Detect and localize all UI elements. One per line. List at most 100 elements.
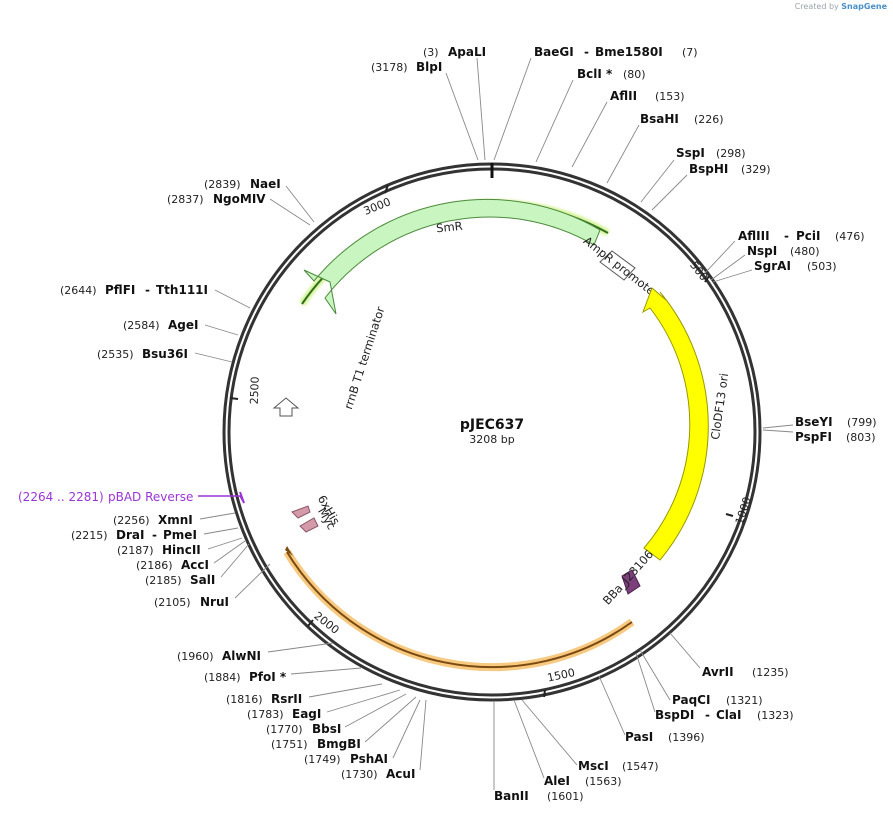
site-name: AvrII: [702, 665, 734, 679]
site-name-2: Bme1580I: [595, 45, 663, 59]
leader-hincii: [207, 537, 243, 550]
site-pos: (80): [623, 68, 646, 81]
ruler-tick: [384, 184, 389, 194]
site-pos: (1816): [226, 693, 263, 706]
leader-pfoi: [290, 667, 362, 675]
site-name: BspHI: [689, 162, 728, 176]
leader-bseyi: [762, 424, 794, 429]
leader-paqci: [639, 649, 671, 701]
site-pos: (1749): [304, 753, 341, 766]
site-name: NruI: [200, 595, 229, 609]
leader-bsahi: [606, 124, 640, 184]
site-pos: (2185): [145, 574, 182, 587]
primer-pbad-reverse: (2264 .. 2281) pBAD Reverse: [18, 490, 245, 504]
site-name: BclI *: [577, 67, 613, 81]
site-dash: -: [152, 528, 157, 542]
site-dash: -: [784, 229, 789, 243]
site-name: NaeI: [250, 177, 281, 191]
leader-bmgbi: [364, 696, 417, 743]
ruler-label-1000: 1000: [733, 495, 754, 526]
leader-bcli: [535, 79, 574, 163]
site-pos: (503): [807, 260, 837, 273]
site-pos: (2839): [204, 178, 241, 191]
leader-drai: [203, 527, 239, 535]
site-name-2: PmeI: [163, 528, 197, 542]
site-name: AlwNI: [222, 649, 261, 663]
site-name: DraI: [116, 528, 144, 542]
site-dash: -: [584, 45, 589, 59]
site-name: AcuI: [386, 767, 415, 781]
leader-msci: [521, 699, 578, 766]
site-name-2: Tth111I: [156, 283, 208, 297]
ruler-tick: [307, 619, 314, 627]
site-name: RsrII: [271, 692, 302, 706]
site-pos: (1323): [757, 709, 794, 722]
bba-j23106-label: BBa_J23106: [600, 547, 656, 607]
site-pos: (1235): [752, 666, 789, 679]
site-labels: (3) ApaLI (3178) BlpI BaeGI - Bme1580I (…: [60, 45, 877, 803]
site-name: PasI: [625, 730, 653, 744]
leader-sspi: [640, 159, 675, 203]
site-name: BanII: [494, 789, 529, 803]
site-name: SgrAI: [754, 259, 791, 273]
site-pos: (1730): [341, 768, 378, 781]
leader-aflii: [571, 101, 608, 168]
site-name: PshAI: [350, 752, 388, 766]
leader-nspi: [710, 254, 746, 281]
site-pos: (298): [716, 147, 746, 160]
site-name: PfoI *: [249, 670, 287, 684]
site-dash: -: [145, 283, 150, 297]
site-name: EagI: [292, 707, 321, 721]
site-name: PaqCI: [672, 693, 710, 707]
site-name: NspI: [747, 244, 777, 258]
leader-pspfi: [762, 429, 794, 433]
site-pos: (1563): [585, 775, 622, 788]
feature-clodf13-ori: CloDF13 ori: [642, 287, 731, 561]
ruler-tick: [229, 397, 239, 400]
site-name: PflFI: [105, 283, 135, 297]
site-pos: (329): [741, 163, 771, 176]
ampr-promoter-label: AmpR promoter: [581, 234, 662, 301]
feature-bba-j23106: BBa_J23106: [600, 547, 656, 607]
site-pos: (1601): [547, 790, 584, 803]
site-name: HincII: [162, 543, 201, 557]
site-pos: (2105): [154, 596, 191, 609]
leader-agei: [204, 324, 239, 336]
leader-eagi: [326, 689, 401, 713]
site-pos: (1321): [726, 694, 763, 707]
rrnb-terminator-arrow: [272, 397, 300, 417]
site-name: NgoMIV: [213, 192, 266, 206]
bottom-arc-line: [286, 551, 633, 669]
site-name: AgeI: [168, 318, 198, 332]
6xhis-arrow: [291, 505, 311, 519]
primer-range: (2264 .. 2281): [18, 490, 104, 504]
clodf13-ori-label: CloDF13 ori: [708, 372, 731, 440]
site-pos: (1547): [622, 760, 659, 773]
site-dash: -: [705, 708, 710, 722]
leader-ngomiv: [269, 198, 311, 226]
leader-acci: [213, 540, 246, 564]
ruler-tick: [725, 513, 734, 517]
feature-bottom-arc: [283, 546, 635, 672]
primer-mark: [239, 491, 245, 504]
site-name: AleI: [544, 774, 570, 788]
ampr-promoter-arrow: [599, 250, 636, 281]
ruler-tick: [704, 275, 710, 283]
leader-apali: [476, 57, 486, 161]
site-pos: (476): [835, 230, 865, 243]
site-name: AccI: [181, 558, 209, 572]
leader-nrui: [234, 563, 271, 599]
site-name: BsaHI: [640, 112, 679, 126]
ruler-tick: [543, 689, 546, 698]
site-name: BaeGI: [534, 45, 574, 59]
leader-sali: [220, 543, 250, 578]
site-pos: (2837): [167, 193, 204, 206]
feature-rrnb-terminator: rrnB T1 terminator: [272, 305, 388, 417]
site-name: BspDI: [655, 708, 694, 722]
bottom-arc-head: [285, 546, 293, 556]
site-pos: (480): [790, 245, 820, 258]
site-name: Bsu36I: [142, 347, 188, 361]
site-pos: (2256): [113, 514, 150, 527]
site-name: SspI: [676, 146, 705, 160]
ruler-label-1500: 1500: [546, 666, 576, 685]
